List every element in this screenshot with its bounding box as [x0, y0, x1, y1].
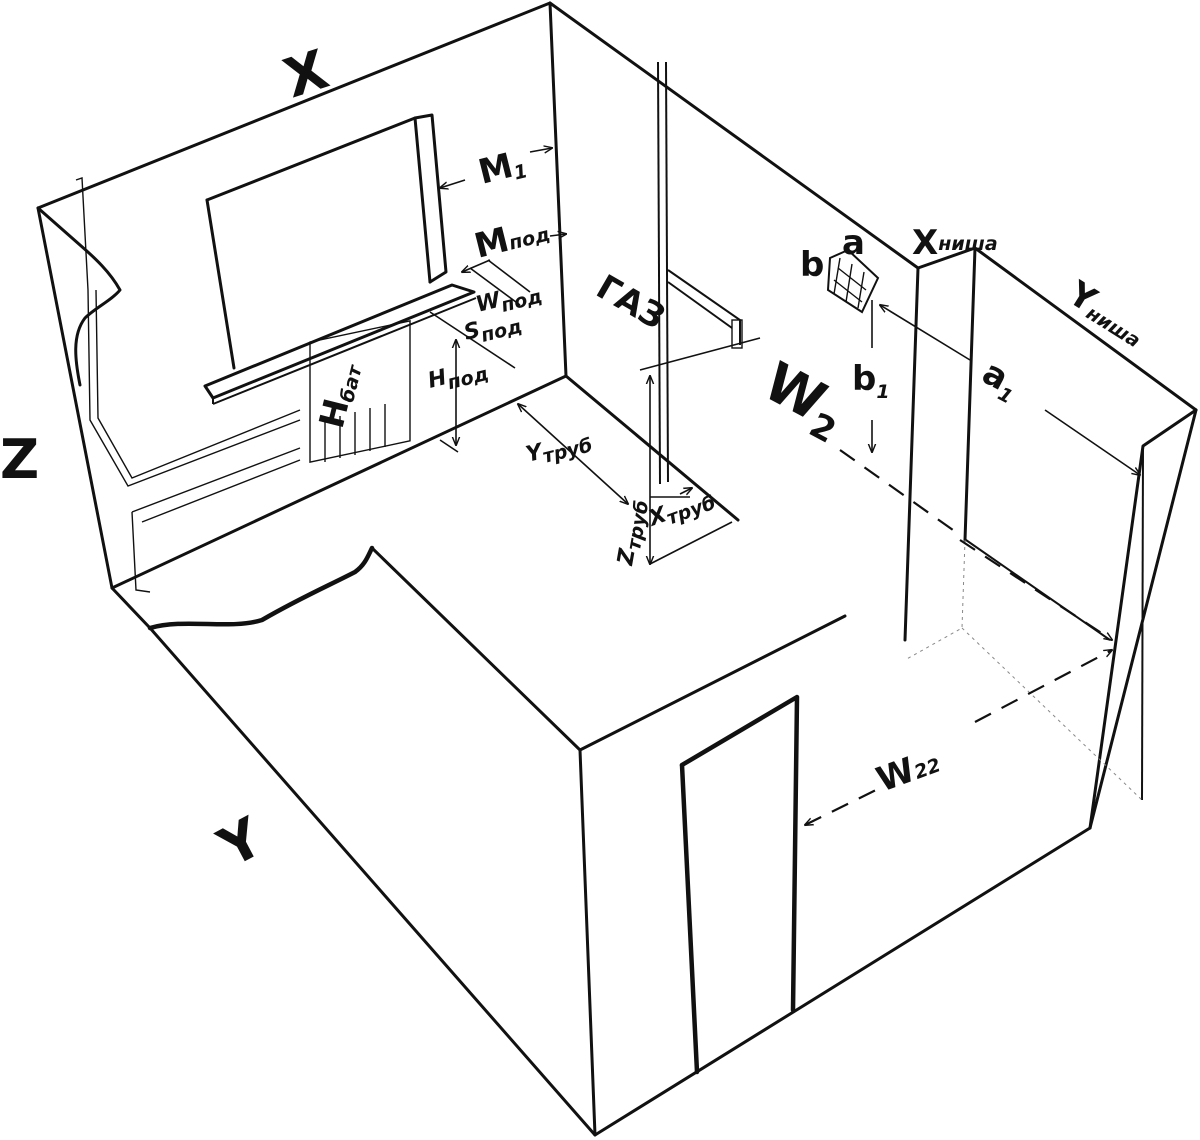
- niche: [903, 246, 1198, 830]
- label-w-pod: Wпод: [473, 278, 544, 323]
- label-m1: M1: [475, 143, 530, 193]
- label-h-bat: Hбат: [312, 358, 367, 432]
- label-a: a: [842, 223, 865, 263]
- label-w22: W22: [871, 741, 945, 800]
- door: [679, 694, 800, 1075]
- label-b1: b1: [852, 359, 890, 403]
- label-w2: W2: [750, 350, 857, 452]
- label-y: Y: [208, 805, 274, 880]
- label-m-pod: Mпод: [471, 210, 554, 267]
- dimension-lines: [429, 148, 1140, 825]
- cutaway-edges: [36, 206, 375, 631]
- vent-grille: [826, 248, 880, 314]
- label-y-trub: Yтруб: [523, 428, 594, 472]
- gas-pipe: [657, 61, 743, 485]
- label-b: b: [800, 245, 824, 285]
- label-x: X: [277, 38, 336, 111]
- label-z-trub: Zтруб: [613, 497, 653, 568]
- label-z: Z: [0, 428, 39, 491]
- label-x-nisha: Xниша: [912, 223, 998, 263]
- radiator: [75, 177, 411, 593]
- labels: X Y Z M1 Mпод Wпод Sпод Hпод Hбат Yтруб …: [0, 38, 1153, 880]
- window: [203, 113, 477, 405]
- label-h-pod: Hпод: [425, 355, 490, 399]
- room-walls: [36, 1, 1092, 1137]
- label-a1: a1: [974, 353, 1027, 409]
- label-y-nisha: Yниша: [1060, 273, 1153, 352]
